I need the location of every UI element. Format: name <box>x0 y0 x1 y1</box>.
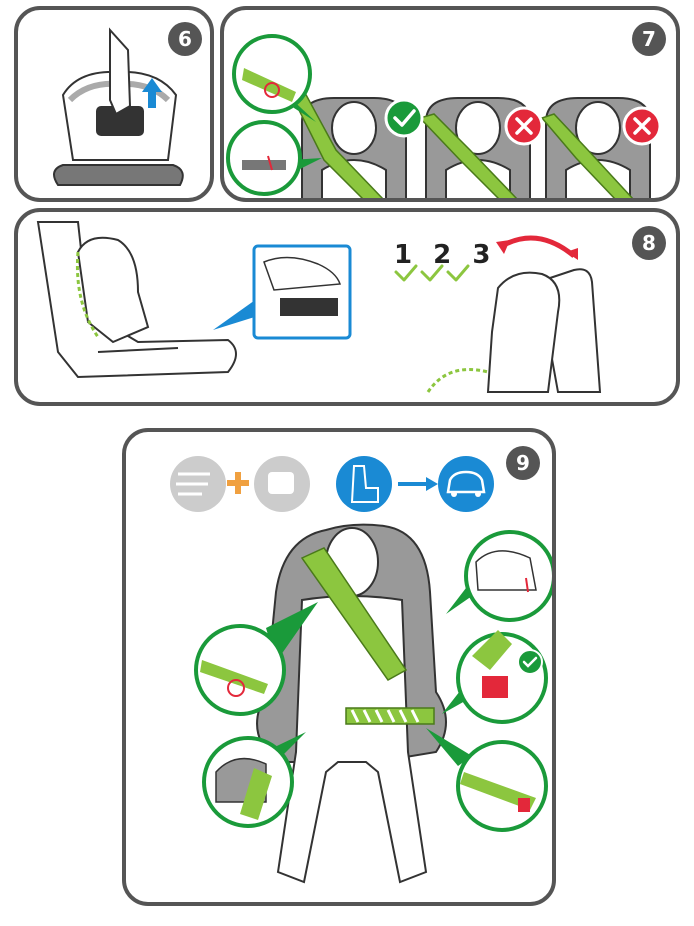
cross-circle-icon <box>504 106 544 146</box>
step-1-label: 1 <box>394 240 419 270</box>
step-9-panel: 9 <box>122 428 556 906</box>
step-number-badge: 8 <box>632 226 666 260</box>
seat-installation-illustration <box>170 456 552 884</box>
seat-incorrect-1 <box>418 97 531 198</box>
isofix-icon <box>254 456 310 512</box>
step-number-badge: 7 <box>632 22 666 56</box>
step-7-panel: 7 <box>220 6 680 202</box>
car-icon <box>438 456 494 512</box>
arrow-right-icon <box>398 477 438 491</box>
step-8-panel: 1 2 3 8 <box>14 208 680 406</box>
step-3-label: 3 <box>472 240 497 270</box>
vehicle-belt-icon <box>170 456 226 512</box>
step-number-badge: 6 <box>168 22 202 56</box>
backrest-recline-illustration <box>36 221 602 393</box>
seat-in-car-icon <box>336 456 392 512</box>
step-number-badge: 9 <box>506 446 540 480</box>
seat-correct <box>282 79 407 198</box>
adjustment-steps-label: 1 2 3 <box>394 240 496 270</box>
headrest-height-adjust-illustration <box>53 27 184 186</box>
step-6-panel: 6 <box>14 6 214 202</box>
plus-icon <box>227 472 249 494</box>
check-circle-icon <box>384 98 424 138</box>
step-2-label: 2 <box>433 240 458 270</box>
cross-circle-icon <box>622 106 662 146</box>
seat-incorrect-2 <box>540 97 651 198</box>
belt-routing-illustration <box>226 34 662 198</box>
